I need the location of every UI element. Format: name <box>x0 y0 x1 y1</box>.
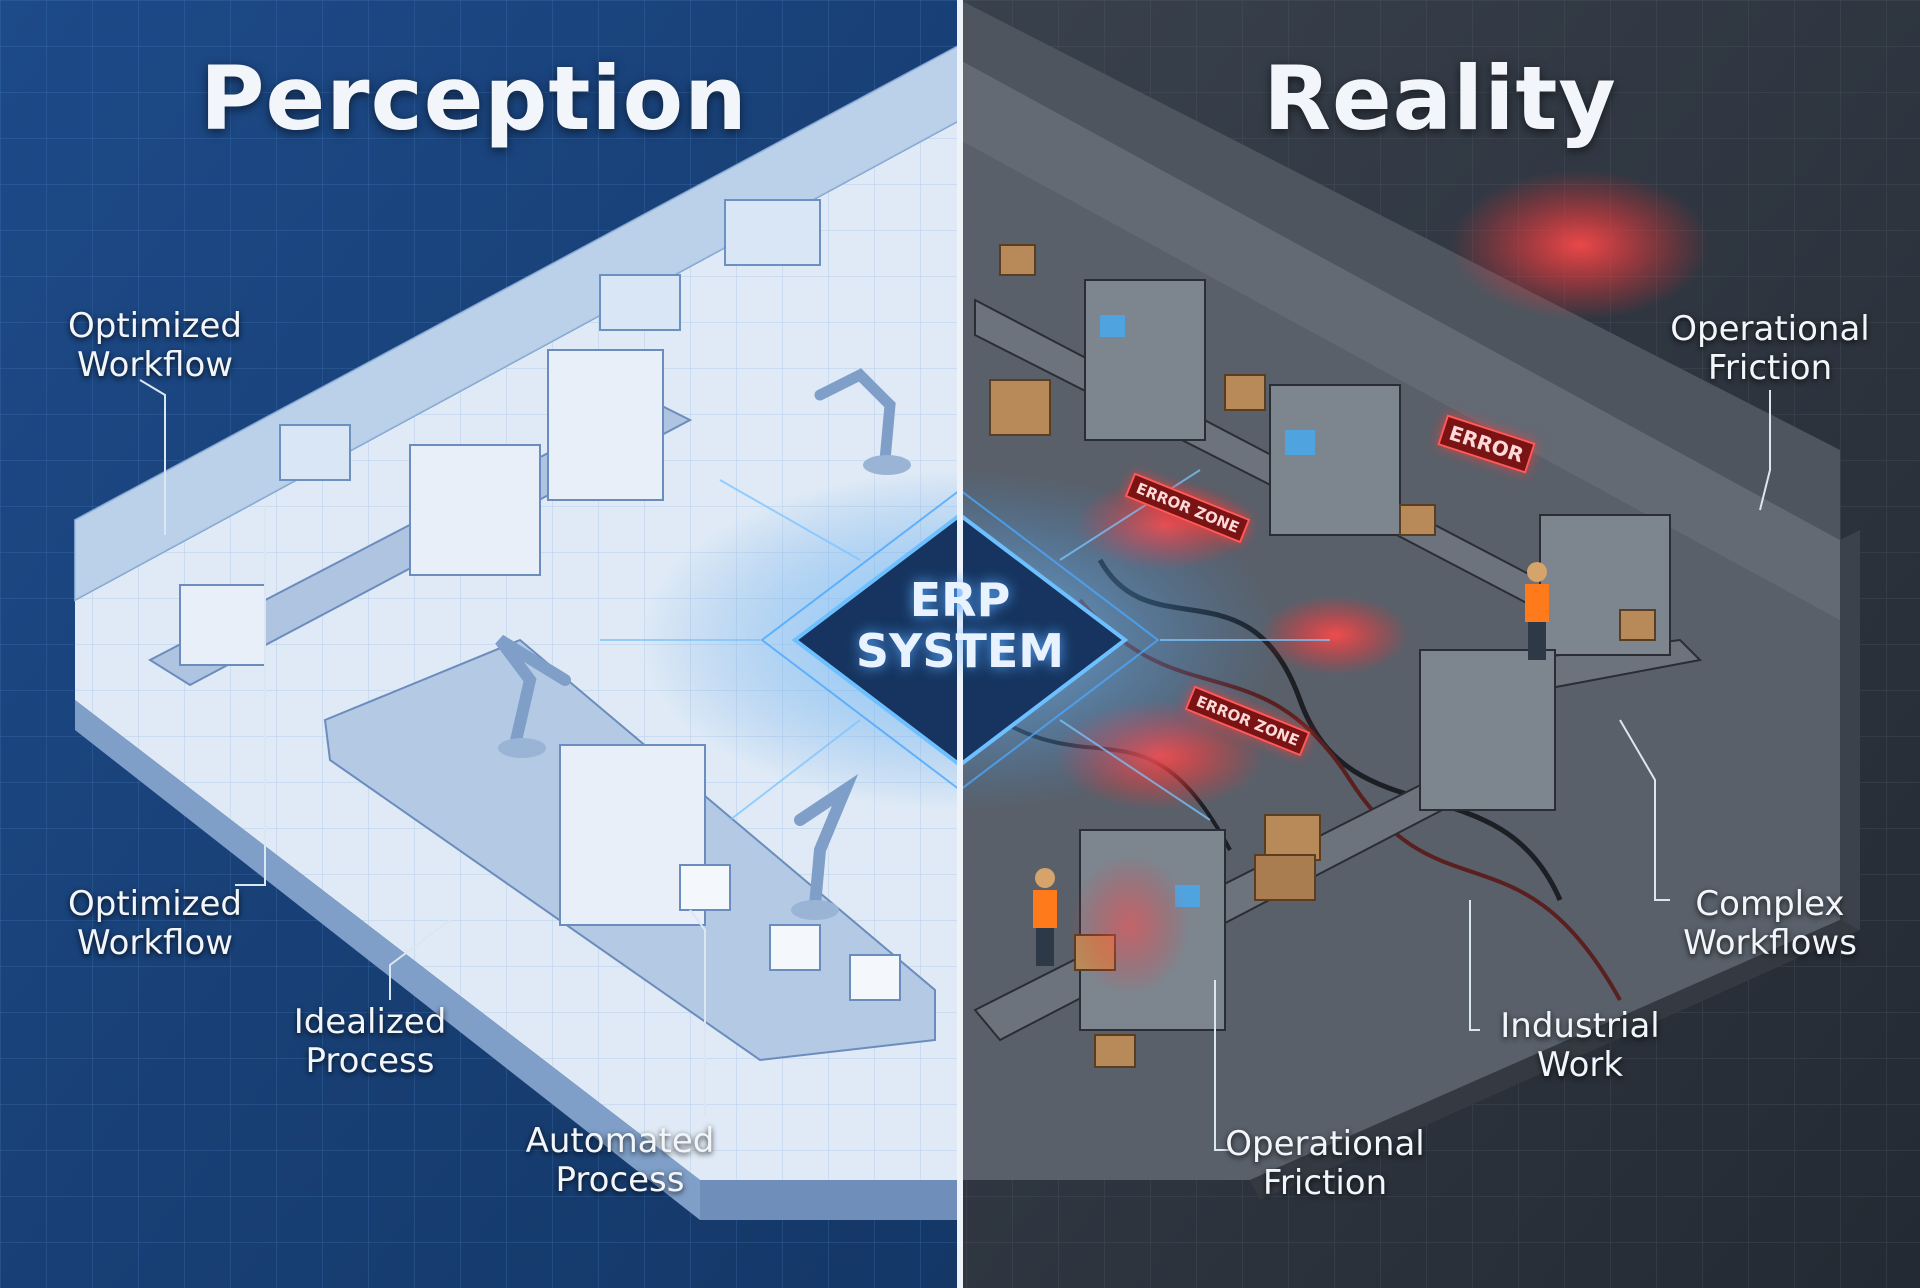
perception-title: Perception <box>200 47 748 150</box>
real-factory <box>960 0 1860 1200</box>
callout-lines <box>139 379 1771 1151</box>
center-divider <box>957 0 963 1288</box>
idealized-factory <box>74 43 961 1220</box>
erp-system-label: ERP SYSTEM <box>820 575 1100 676</box>
reality-title: Reality <box>1263 47 1617 150</box>
erp-label-line2: SYSTEM <box>855 623 1065 678</box>
erp-label-line1: ERP <box>909 573 1011 627</box>
